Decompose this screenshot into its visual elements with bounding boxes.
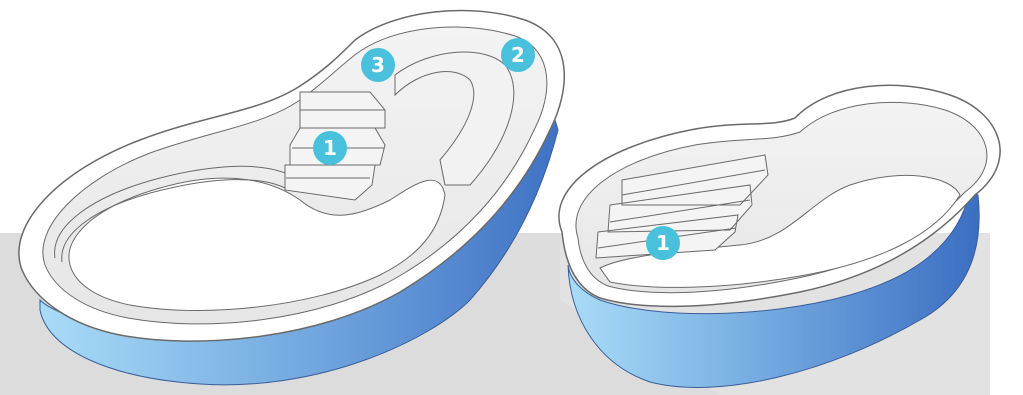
oval-marker-1: 1 <box>646 226 680 260</box>
kidney-marker-3: 3 <box>361 48 395 82</box>
svg-text:2: 2 <box>511 43 525 67</box>
svg-text:3: 3 <box>371 53 385 77</box>
kidney-marker-1: 1 <box>313 131 347 165</box>
kidney-marker-2: 2 <box>501 38 535 72</box>
svg-text:1: 1 <box>323 136 337 160</box>
svg-text:1: 1 <box>656 231 670 255</box>
